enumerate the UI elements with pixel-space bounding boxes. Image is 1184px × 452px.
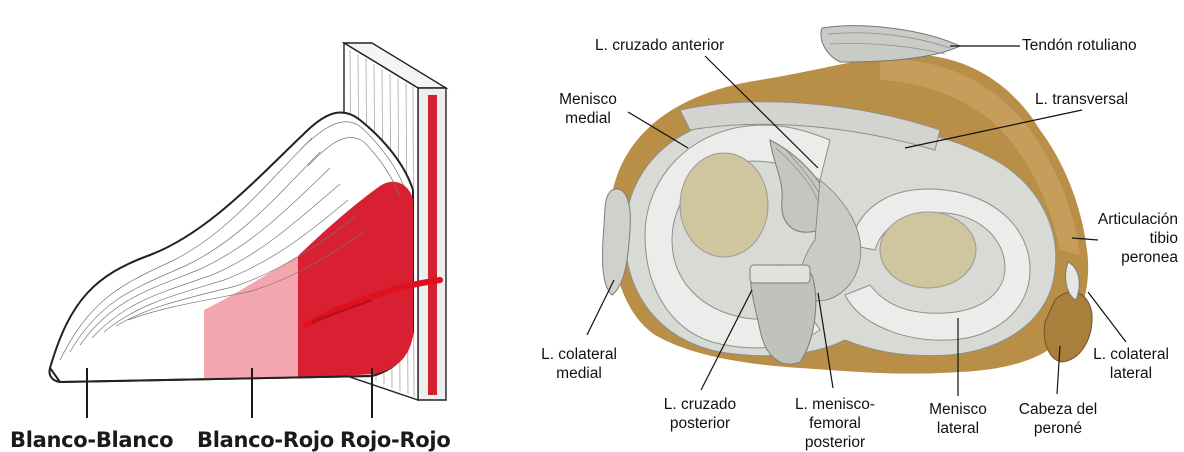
lateral-articular-surface [880,212,976,288]
medial-articular-surface [680,153,768,257]
label-transverse-ligament: L. transversal [1035,90,1128,109]
label-patellar-tendon: Tendón rotuliano [1022,36,1137,55]
label-acl: L. cruzado anterior [595,36,724,55]
